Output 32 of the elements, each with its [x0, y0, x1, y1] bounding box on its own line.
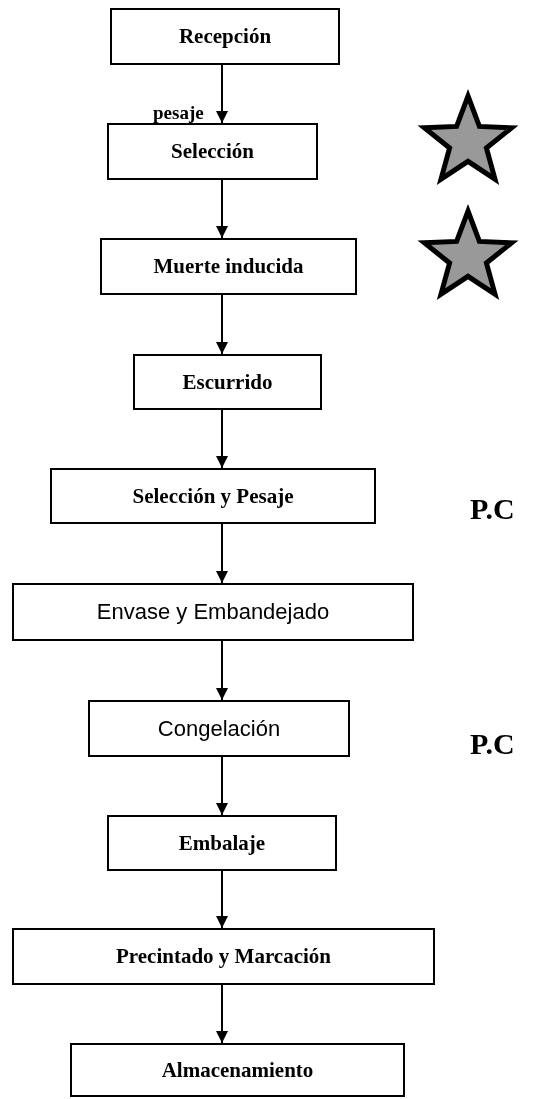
step-label: Escurrido	[182, 369, 273, 395]
arrow	[216, 756, 228, 816]
arrow	[216, 179, 228, 239]
arrow	[216, 984, 228, 1044]
step-label: Recepción	[178, 24, 272, 49]
arrow	[216, 640, 228, 701]
arrow	[216, 409, 228, 469]
step-label: Almacenamiento	[161, 1057, 314, 1083]
step-label: Envase y Embandejado	[96, 599, 330, 625]
arrow	[216, 64, 228, 124]
step-label: Selección y Pesaje	[132, 483, 294, 509]
control-point-label: P.C	[470, 727, 515, 761]
process-box	[12, 583, 414, 641]
arrow	[216, 870, 228, 929]
process-box	[107, 815, 337, 871]
arrow	[216, 294, 228, 355]
process-box	[88, 700, 350, 757]
process-box	[110, 8, 340, 65]
step-label: Precintado y Marcación	[116, 944, 331, 969]
process-box	[100, 238, 357, 295]
process-box	[107, 123, 318, 180]
process-box	[70, 1043, 405, 1097]
step-label: Embalaje	[178, 830, 266, 856]
control-point-label: P.C	[470, 492, 515, 526]
edge-label: pesaje	[152, 103, 205, 122]
step-label: Congelación	[157, 715, 281, 742]
step-label: Muerte inducida	[153, 254, 304, 279]
process-box	[50, 468, 376, 524]
arrow	[216, 523, 228, 584]
process-box	[12, 928, 435, 985]
step-label: Selección	[171, 139, 254, 164]
process-box	[133, 354, 322, 410]
